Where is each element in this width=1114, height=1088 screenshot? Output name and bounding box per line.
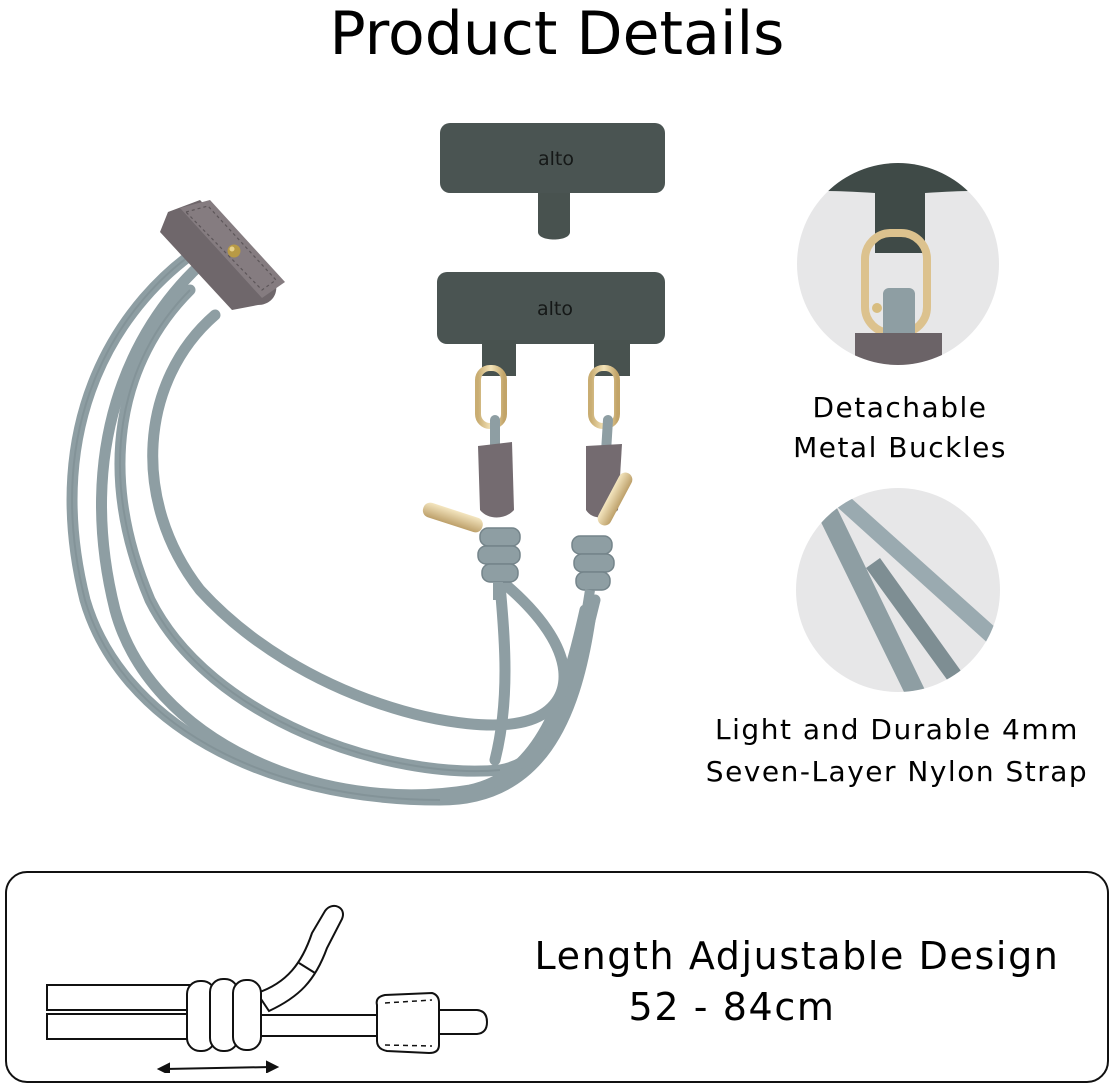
gold-pin-icon bbox=[422, 472, 633, 533]
phone-patch-double: alto bbox=[437, 272, 665, 376]
feature-nylon-strap: Light and Durable 4mm Seven-Layer Nylon … bbox=[680, 488, 1114, 798]
alto-logo-bottom: alto bbox=[537, 298, 573, 320]
alto-logo-top: alto bbox=[538, 148, 574, 170]
knot-slide-diagram bbox=[46, 904, 489, 1073]
adjustable-title: Length Adjustable Design bbox=[534, 934, 1060, 978]
product-image: alto alto bbox=[66, 123, 665, 806]
page-title: Product Details bbox=[329, 0, 785, 69]
feature-label-line2: Seven-Layer Nylon Strap bbox=[705, 755, 1089, 788]
adjustment-knot-icon bbox=[477, 527, 615, 591]
feature-label-line2: Metal Buckles bbox=[793, 431, 1007, 464]
nylon-strap-closeup-image bbox=[796, 488, 1000, 692]
leather-cap-icon bbox=[478, 442, 622, 518]
leather-keeper-icon bbox=[160, 200, 285, 310]
length-adjustable-panel: Length Adjustable Design 52 - 84cm bbox=[5, 871, 1109, 1083]
feature-label-line1: Light and Durable 4mm bbox=[715, 713, 1079, 746]
phone-patch-single: alto bbox=[440, 123, 665, 240]
length-range: 52 - 84cm bbox=[628, 985, 836, 1029]
feature-label-line1: Detachable bbox=[812, 391, 988, 424]
double-arrow-icon bbox=[156, 1060, 280, 1073]
adjustable-text: Length Adjustable Design 52 - 84cm bbox=[517, 931, 1077, 1033]
feature-detachable-buckles: Detachable Metal Buckles bbox=[780, 150, 1020, 470]
buckle-closeup-image bbox=[797, 163, 999, 365]
